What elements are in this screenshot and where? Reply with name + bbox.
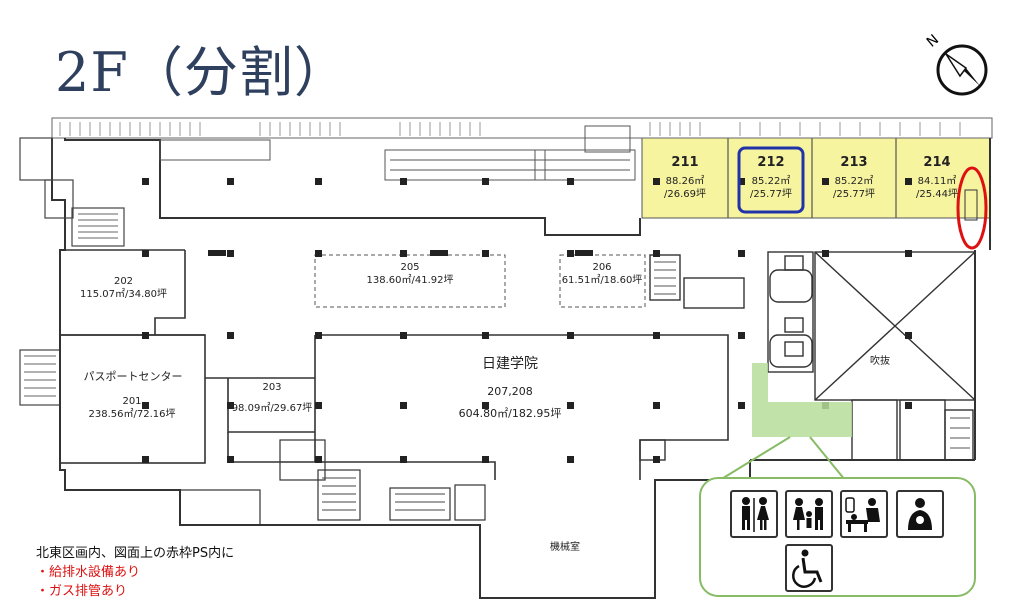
selected-unit-212-outline [737,146,805,214]
baby-changing-icon [840,490,888,538]
unit-212-area: 85.22㎡/25.77坪 [750,176,792,200]
room-207-name: 日建学院 [482,356,538,372]
page-title: 2F（分割） [55,41,349,104]
facility-zone [752,363,852,437]
family-restroom-icon [785,490,833,538]
mens-womens-restroom-icon [730,490,778,538]
ps-marker [956,166,988,250]
room-201-name: パスポートセンター [83,370,183,383]
atrium-label: 吹抜 [870,356,890,367]
unit-211-number: 211 [671,155,699,170]
facility-icons [700,478,975,596]
wheelchair-accessible-icon [785,544,833,592]
ps-note: 北東区画内、図面上の赤枠PS内に ・給排水設備あり ・ガス排管あり [36,544,234,601]
unit-214-area: 84.11㎡/25.44坪 [916,176,958,200]
ps-note-line3: ・ガス排管あり [36,584,128,599]
nursing-room-icon [896,490,944,538]
ps-note-line2: ・給排水設備あり [36,565,141,580]
unit-214-number: 214 [923,155,951,170]
unit-213-area: 85.22㎡/25.77坪 [833,176,875,200]
unit-211-area: 88.26㎡/26.69坪 [664,176,706,200]
unit-highlight-area [641,137,991,219]
machine-room-label: 機械室 [550,542,580,553]
ps-note-line1: 北東区画内、図面上の赤枠PS内に [36,546,235,561]
compass-icon: N [924,32,988,96]
unit-213-number: 213 [840,155,868,170]
unit-212-number: 212 [757,155,785,170]
